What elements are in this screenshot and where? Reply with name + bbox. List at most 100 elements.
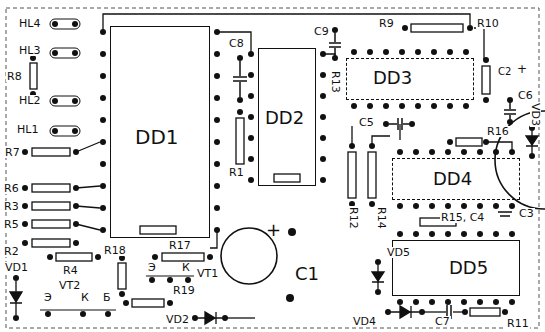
solder-pad — [397, 203, 403, 209]
solder-pad — [461, 149, 467, 155]
copper-trace — [474, 28, 484, 60]
solder-pad — [461, 231, 467, 237]
solder-pad — [222, 315, 228, 321]
led-outline — [50, 19, 80, 136]
solder-pad — [320, 72, 326, 78]
solder-pad — [431, 49, 437, 55]
capacitor-symbol — [389, 118, 409, 130]
ic-label: DD2 — [265, 109, 304, 127]
component-label: R3 — [3, 201, 20, 212]
solder-pad — [431, 103, 437, 109]
solder-pad — [73, 203, 79, 209]
ic-label: DD4 — [433, 170, 472, 188]
board-edge — [6, 8, 539, 328]
solder-pad — [100, 29, 106, 35]
solder-pad — [237, 109, 243, 115]
capacitor-outline: C2+ — [494, 54, 530, 90]
solder-pad — [72, 98, 78, 104]
solder-pad — [100, 205, 106, 211]
ic-package: DD3 — [346, 58, 474, 100]
solder-pad — [429, 149, 435, 155]
solder-pad — [214, 117, 220, 123]
solder-pad — [248, 156, 254, 162]
solder-pad — [383, 121, 389, 127]
transistor-outline — [40, 276, 194, 310]
solder-pad — [73, 240, 79, 246]
solder-pad — [447, 103, 453, 109]
component-label: HL4 — [18, 18, 41, 29]
component-label: R13 — [330, 70, 341, 94]
component-label: R4 — [62, 265, 79, 276]
diode-symbol — [526, 131, 538, 153]
solder-pad — [72, 50, 78, 56]
solder-pad — [320, 177, 326, 183]
solder-pad — [397, 299, 403, 305]
solder-pad — [123, 300, 129, 306]
component-label: C3 — [518, 208, 535, 219]
solder-pad — [72, 128, 78, 134]
solder-pad — [22, 185, 28, 191]
solder-pad — [192, 315, 198, 321]
copper-trace — [76, 186, 100, 188]
solder-pad — [320, 51, 326, 57]
solder-pad — [214, 139, 220, 145]
component-label: C9 — [313, 26, 330, 37]
copper-trace — [486, 142, 512, 152]
copper-trace — [372, 136, 390, 146]
led-outline — [50, 96, 80, 106]
solder-pad — [351, 49, 357, 55]
solder-pad — [477, 203, 483, 209]
component-label: R18 — [103, 245, 127, 256]
solder-pad — [369, 201, 375, 207]
solder-pad — [477, 231, 483, 237]
solder-pad — [483, 139, 489, 145]
solder-pad — [399, 103, 405, 109]
solder-pad — [52, 21, 58, 27]
component-label: VD2 — [165, 314, 190, 325]
copper-trace — [76, 142, 100, 152]
copper-trace — [76, 224, 100, 230]
diode-symbol — [372, 265, 384, 289]
resistor-symbol — [162, 253, 204, 261]
solder-pad — [100, 227, 106, 233]
component-label: К — [80, 292, 90, 303]
solder-pad — [248, 177, 254, 183]
diode-symbol — [391, 306, 419, 318]
capacitor-label: C2 — [498, 67, 511, 77]
ic-label: DD1 — [135, 127, 179, 147]
resistor-symbol — [32, 184, 70, 192]
capacitor-symbol — [329, 33, 341, 55]
resistor-symbol — [368, 152, 376, 198]
component-label: HL1 — [16, 124, 39, 135]
solder-pad — [429, 299, 435, 305]
capacitor-outline — [220, 187, 278, 325]
solder-pad — [167, 277, 173, 283]
component-label: R15, C4 — [440, 212, 485, 223]
resistor-symbol — [274, 174, 300, 182]
ic-package: DD1 — [110, 26, 210, 238]
solder-pad — [375, 259, 381, 265]
capacitor-label: C1 — [295, 265, 319, 283]
solder-pad — [445, 203, 451, 209]
solder-pad — [152, 254, 158, 260]
solder-pad — [415, 103, 421, 109]
capacitor-symbol — [504, 103, 516, 119]
solder-pad — [100, 73, 106, 79]
copper-trace — [103, 14, 470, 32]
solder-pad — [320, 135, 326, 141]
solder-pad — [477, 149, 483, 155]
solder-pad — [73, 221, 79, 227]
component-label: R5 — [3, 219, 20, 230]
transistor-outline — [40, 310, 116, 311]
solder-pad — [415, 49, 421, 55]
solder-pad — [332, 27, 338, 33]
component-label: R10 — [476, 18, 500, 29]
solder-pad — [332, 55, 338, 61]
solder-pad — [73, 185, 79, 191]
resistor-symbol — [348, 152, 356, 198]
solder-pad — [399, 49, 405, 55]
component-label: Б — [102, 292, 112, 303]
solder-pad — [413, 203, 419, 209]
solder-pad — [320, 93, 326, 99]
solder-pad — [73, 149, 79, 155]
